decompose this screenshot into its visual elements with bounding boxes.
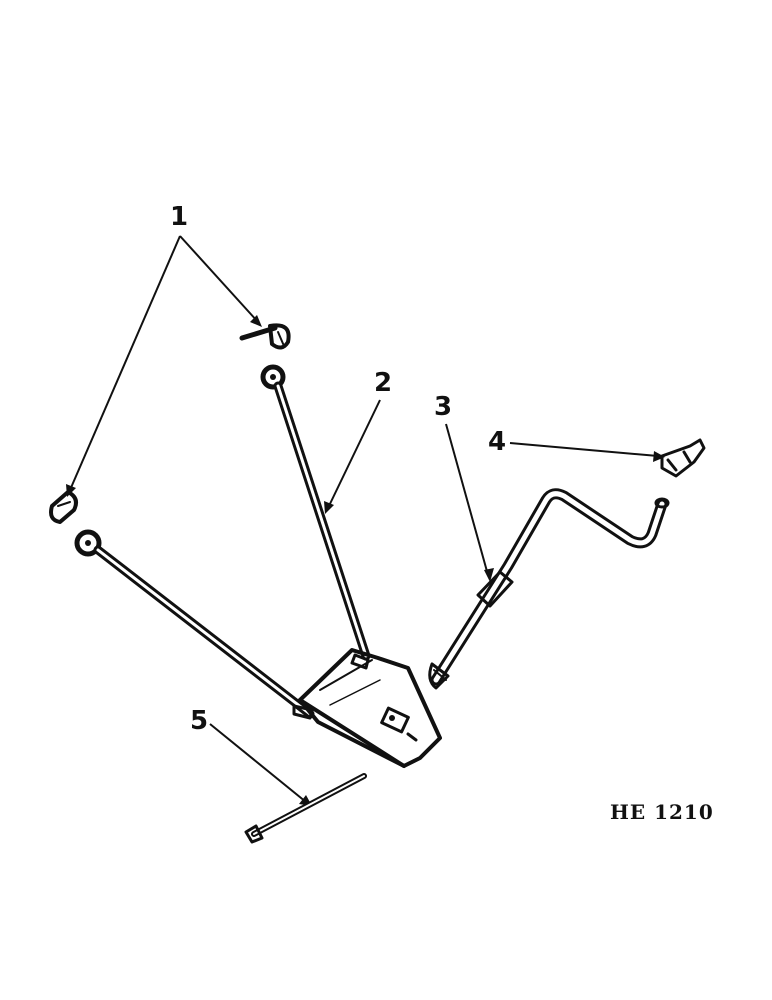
leader-1 xyxy=(66,235,262,497)
bolt xyxy=(244,773,367,844)
leader-3 xyxy=(445,423,494,582)
clip-lower xyxy=(49,490,78,524)
callout-5: 5 xyxy=(190,706,208,736)
callout-2: 2 xyxy=(374,368,392,398)
brace-assembly xyxy=(74,364,442,768)
figure-code: HE 1210 xyxy=(610,800,714,824)
leader-4 xyxy=(509,442,665,462)
clip-upper xyxy=(239,323,291,350)
callout-4: 4 xyxy=(488,427,506,457)
leader-5 xyxy=(209,723,312,806)
callout-3: 3 xyxy=(434,392,452,422)
clamp xyxy=(660,438,706,478)
leader-2 xyxy=(324,399,381,514)
crank-handle xyxy=(428,488,670,690)
callout-1: 1 xyxy=(170,202,188,232)
